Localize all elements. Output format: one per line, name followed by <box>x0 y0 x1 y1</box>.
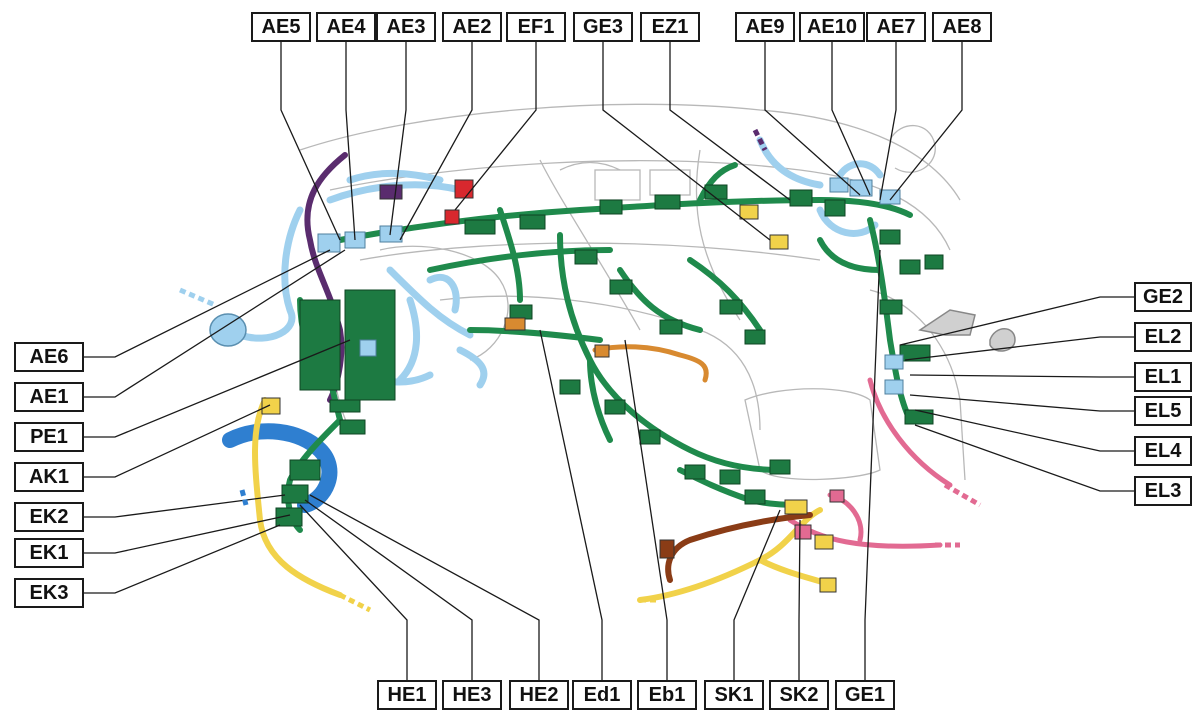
label-ae2[interactable]: AE2 <box>442 12 502 42</box>
label-ae4[interactable]: AE4 <box>316 12 376 42</box>
label-ek3[interactable]: EK3 <box>14 578 84 608</box>
label-ge1[interactable]: GE1 <box>835 680 895 710</box>
orange-harness <box>592 344 709 383</box>
label-ek2[interactable]: EK2 <box>14 502 84 532</box>
label-ae3[interactable]: AE3 <box>376 12 436 42</box>
label-eb1[interactable]: Eb1 <box>637 680 697 710</box>
connectors-center <box>464 184 791 505</box>
connectors-left-panel <box>275 289 396 527</box>
connectors-light-blue <box>317 177 904 395</box>
label-ae8[interactable]: AE8 <box>932 12 992 42</box>
label-he1[interactable]: HE1 <box>377 680 437 710</box>
label-ek1[interactable]: EK1 <box>14 538 84 568</box>
label-el5[interactable]: EL5 <box>1134 396 1192 426</box>
label-el3[interactable]: EL3 <box>1134 476 1192 506</box>
label-he3[interactable]: HE3 <box>442 680 502 710</box>
label-pe1[interactable]: PE1 <box>14 422 84 452</box>
dashed-stubs <box>179 128 982 613</box>
brown-harness <box>665 512 813 583</box>
label-el1[interactable]: EL1 <box>1134 362 1192 392</box>
label-ez1[interactable]: EZ1 <box>640 12 700 42</box>
label-ae10[interactable]: AE10 <box>799 12 865 42</box>
label-ef1[interactable]: EF1 <box>506 12 566 42</box>
connectors-right <box>789 189 944 425</box>
label-ae7[interactable]: AE7 <box>866 12 926 42</box>
label-ae1[interactable]: AE1 <box>14 382 84 412</box>
label-sk2[interactable]: SK2 <box>769 680 829 710</box>
label-el2[interactable]: EL2 <box>1134 322 1192 352</box>
gray-plug <box>918 309 1016 352</box>
label-ae9[interactable]: AE9 <box>735 12 795 42</box>
label-ae5[interactable]: AE5 <box>251 12 311 42</box>
label-el4[interactable]: EL4 <box>1134 436 1192 466</box>
label-ed1[interactable]: Ed1 <box>572 680 632 710</box>
left-grommet <box>209 313 247 347</box>
label-ge3[interactable]: GE3 <box>573 12 633 42</box>
label-he2[interactable]: HE2 <box>509 680 569 710</box>
label-ae6[interactable]: AE6 <box>14 342 84 372</box>
label-ge2[interactable]: GE2 <box>1134 282 1192 312</box>
leader-lines <box>84 42 1134 680</box>
label-ak1[interactable]: AK1 <box>14 462 84 492</box>
pink-harness <box>787 377 953 549</box>
label-sk1[interactable]: SK1 <box>704 680 764 710</box>
connectors-misc <box>261 179 845 593</box>
